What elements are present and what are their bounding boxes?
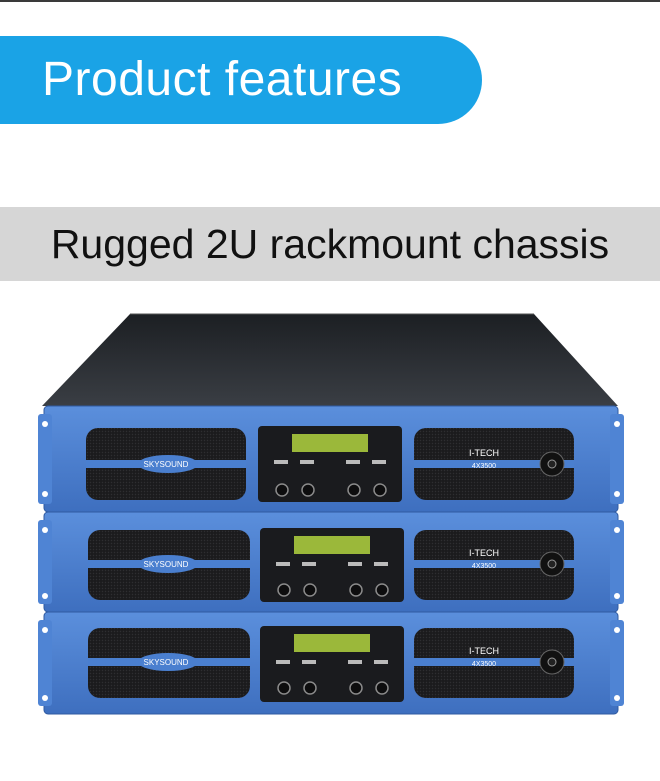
svg-text:I-TECH: I-TECH [469, 548, 499, 558]
chassis-top [42, 313, 618, 406]
svg-text:4X3500: 4X3500 [472, 463, 496, 470]
section-banner: Product features [0, 36, 482, 124]
svg-text:SKYSOUND: SKYSOUND [144, 658, 189, 667]
brand-logo: SKYSOUND [138, 653, 198, 671]
brand-logo: SKYSOUND [138, 455, 198, 473]
amplifier-unit-1: SKYSOUND I-TECH 4X3500 [38, 405, 624, 513]
svg-text:I-TECH: I-TECH [469, 448, 499, 458]
svg-text:SKYSOUND: SKYSOUND [144, 560, 189, 569]
svg-text:SKYSOUND: SKYSOUND [144, 460, 189, 469]
section-title: Product features [42, 53, 403, 106]
feature-heading: Rugged 2U rackmount chassis [50, 221, 610, 267]
svg-text:4X3500: 4X3500 [472, 563, 496, 570]
amplifier-unit-2: SKYSOUND I-TECH 4X3500 [38, 511, 624, 613]
brand-logo: SKYSOUND [138, 555, 198, 573]
amplifier-unit-3: SKYSOUND I-TECH 4X3500 [38, 611, 624, 715]
amplifier-stack-image: SKYSOUND I-TECH 4X3500 [38, 308, 624, 736]
svg-text:4X3500: 4X3500 [472, 661, 496, 668]
feature-heading-bar: Rugged 2U rackmount chassis [0, 207, 660, 281]
svg-text:I-TECH: I-TECH [469, 646, 499, 656]
top-divider [0, 0, 660, 2]
